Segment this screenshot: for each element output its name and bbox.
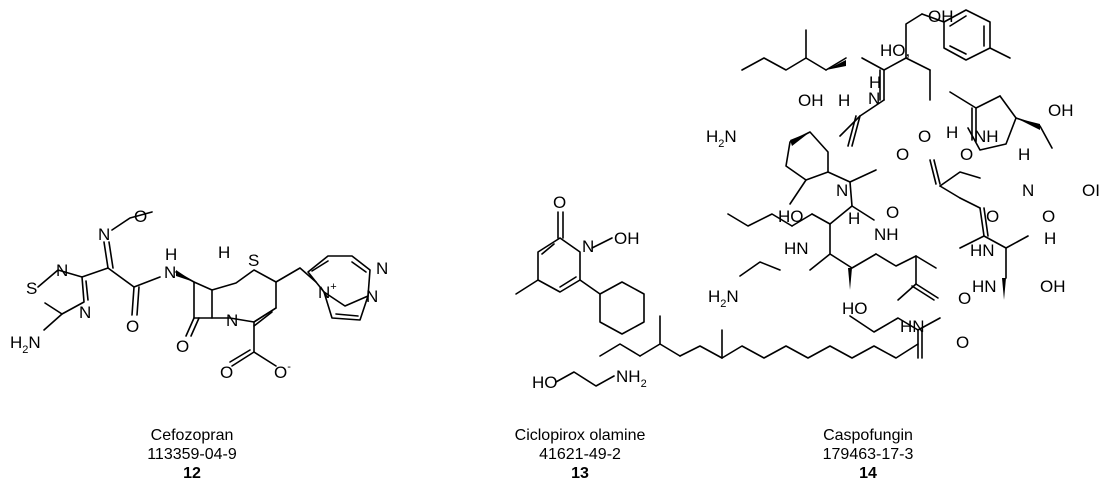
atom-labels-caspofungin: OH HO, OH H2N OH H N H O H NH H O O N O …	[706, 7, 1100, 352]
atom-oh: OH	[1040, 277, 1066, 296]
atom-pyridazine-n: N	[366, 287, 378, 306]
cas-number: 113359-04-9	[147, 446, 237, 463]
atom-s: S	[26, 279, 37, 298]
atom-ho: HO	[532, 373, 558, 392]
compound-name: Caspofungin	[823, 427, 913, 444]
atom-h: H	[848, 209, 860, 228]
atom-carboxylate-o: O	[220, 363, 233, 382]
atom-o: O	[896, 145, 909, 164]
atom-ho: HO	[842, 299, 868, 318]
atom-h-stereo: H	[218, 243, 230, 262]
atom-nh2: NH2	[616, 367, 647, 390]
atom-n: N	[1022, 181, 1034, 200]
atom-n: N	[56, 261, 68, 280]
atom-ho: HO,	[880, 41, 910, 60]
atom-hn: HN	[972, 277, 997, 296]
atom-carboxylate-o-minus: O-	[274, 361, 291, 382]
structure-cefozopran	[37, 211, 371, 367]
atom-o: O	[960, 145, 973, 164]
atom-ho: HO	[778, 207, 804, 226]
atom-amine: H2N	[10, 333, 41, 356]
atom-oh: OH	[798, 91, 824, 110]
atom-ring-s: S	[248, 251, 259, 270]
atom-nh: NH	[874, 225, 899, 244]
atom-h: H	[1044, 229, 1056, 248]
atom-o: O	[986, 207, 999, 226]
structure-ciclopirox	[515, 211, 645, 387]
atom-o: O	[956, 333, 969, 352]
atom-o: O	[958, 289, 971, 308]
atom-o: O	[918, 127, 931, 146]
atom-amide-n: N	[164, 263, 176, 282]
compound-name: Ciclopirox olamine	[515, 427, 646, 444]
atom-h2n-bottom: H2N	[708, 287, 739, 310]
atom-hn: HN	[970, 241, 995, 260]
atom-o: O	[1042, 207, 1055, 226]
atom-labels-ciclopirox: O N OH HO NH2	[532, 193, 647, 392]
compound-number: 12	[183, 465, 201, 482]
atom-oh-phenol: OH	[1048, 101, 1074, 120]
atom-h: H	[1018, 145, 1030, 164]
atom-n: N	[836, 181, 848, 200]
caption-ciclopirox: Ciclopirox olamine 41621-49-2 13	[515, 427, 646, 482]
atom-n: N	[79, 303, 91, 322]
atom-o: O	[886, 203, 899, 222]
atom-lactam-n: N	[226, 311, 238, 330]
compound-number: 13	[571, 465, 589, 482]
atom-h: H	[838, 91, 850, 110]
atom-h: H	[869, 73, 881, 92]
compound-name: Cefozopran	[151, 427, 234, 444]
compound-number: 14	[859, 465, 877, 482]
atom-hn: HN	[784, 239, 809, 258]
caption-caspofungin: Caspofungin 179463-17-3 14	[823, 427, 914, 482]
atom-oxime-o: O	[134, 207, 147, 226]
cas-number: 41621-49-2	[539, 446, 621, 463]
structure-caspofungin	[599, 9, 1053, 359]
atom-hn: HN	[900, 317, 925, 336]
atom-h2n-top: H2N	[706, 127, 737, 150]
atom-amide-o: O	[126, 317, 139, 336]
atom-imidazo-n-plus: N+	[318, 281, 337, 302]
atom-oxime-n: N	[98, 225, 110, 244]
atom-amide-h: H	[165, 245, 177, 264]
atom-pyridazine-n: N	[376, 259, 388, 278]
caption-cefozopran: Cefozopran 113359-04-9 12	[147, 427, 237, 482]
atom-oh: OH	[928, 7, 954, 26]
cas-number: 179463-17-3	[823, 446, 914, 463]
atom-ring-n: N	[582, 237, 594, 256]
atom-lactam-o: O	[176, 337, 189, 356]
atom-oh: OI	[1082, 181, 1100, 200]
atom-ketone-o: O	[553, 193, 566, 212]
atom-hydroxyl: OH	[614, 229, 640, 248]
atom-labels-cefozopran: S N N H2N N O O H N H S O N O O- N N N+	[10, 207, 388, 382]
atom-h: H	[946, 123, 958, 142]
atom-nh: NH	[974, 127, 999, 146]
atom-n: N	[868, 89, 880, 108]
